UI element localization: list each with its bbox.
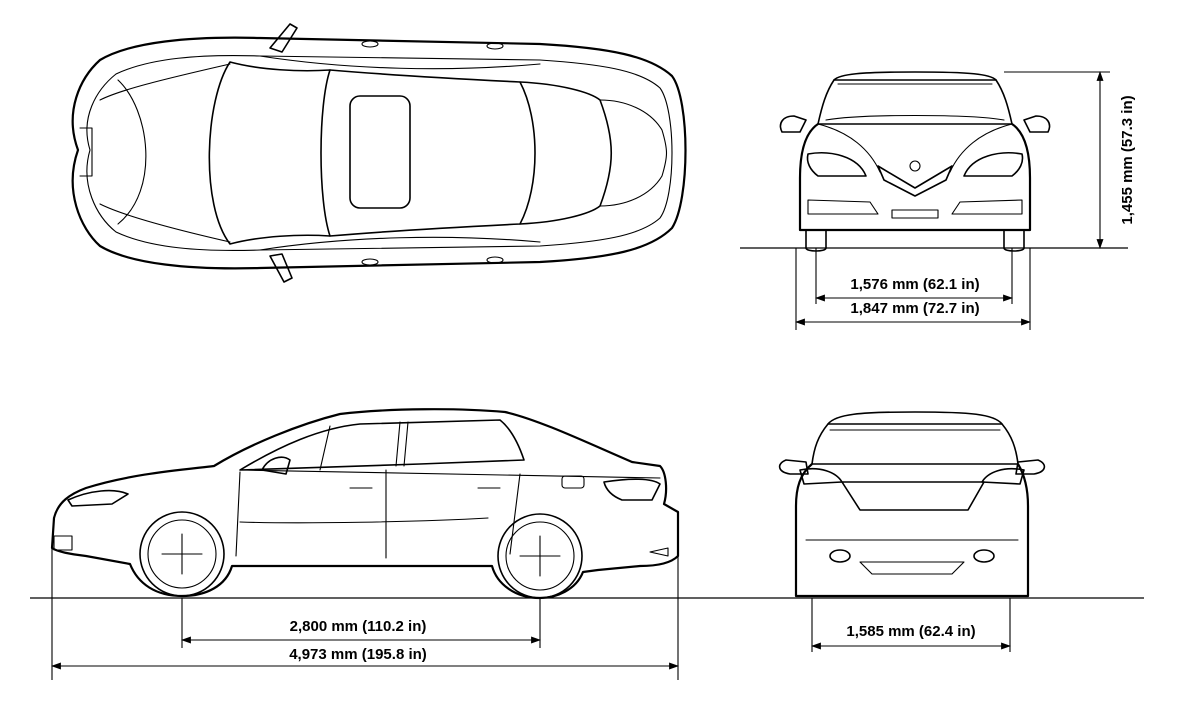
overall-width-dimension: 1,847 mm (72.7 in) bbox=[795, 248, 1031, 330]
top-view bbox=[71, 23, 687, 283]
rear-track-label: 1,585 mm (62.4 in) bbox=[846, 623, 975, 640]
overall-length-label: 4,973 mm (195.8 in) bbox=[289, 646, 427, 663]
front-track-dimension: 1,576 mm (62.1 in) bbox=[815, 248, 1013, 304]
side-view bbox=[50, 408, 680, 600]
overall-height-dimension: 1,455 mm (57.3 in) bbox=[1004, 71, 1136, 249]
rear-view bbox=[778, 411, 1046, 598]
wheelbase-dimension: 2,800 mm (110.2 in) bbox=[181, 598, 541, 648]
overall-height-label: 1,455 mm (57.3 in) bbox=[1119, 95, 1136, 224]
rear-track-dimension: 1,585 mm (62.4 in) bbox=[811, 598, 1011, 652]
overall-length-dimension: 4,973 mm (195.8 in) bbox=[51, 548, 679, 680]
front-view bbox=[779, 71, 1051, 252]
wheelbase-label: 2,800 mm (110.2 in) bbox=[290, 618, 427, 635]
overall-width-label: 1,847 mm (72.7 in) bbox=[850, 300, 979, 317]
front-track-label: 1,576 mm (62.1 in) bbox=[850, 276, 979, 293]
